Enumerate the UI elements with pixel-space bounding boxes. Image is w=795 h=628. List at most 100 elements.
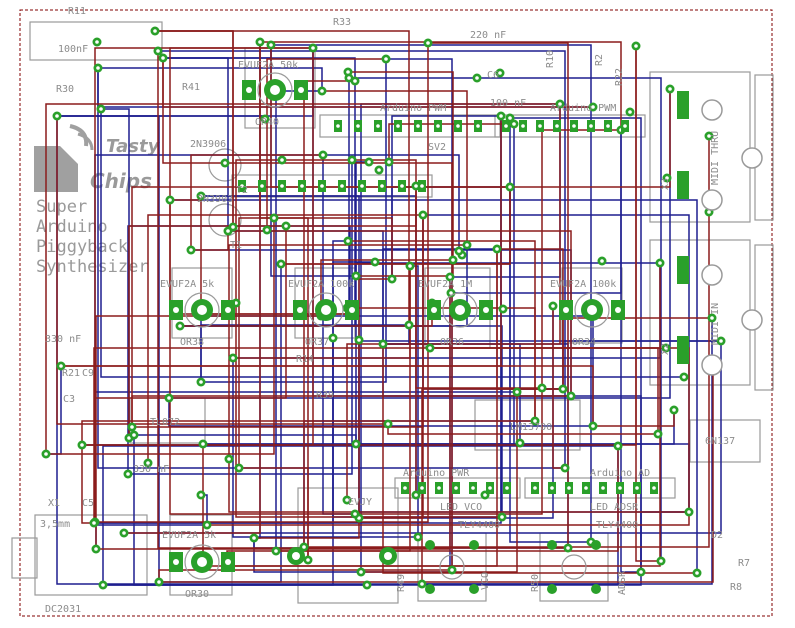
pot-lug-hole — [563, 307, 569, 313]
pad-hole — [311, 46, 315, 50]
pad-hole — [420, 582, 424, 586]
pad-hole — [345, 498, 349, 502]
midi-pin-pad — [677, 256, 689, 284]
pad-hole — [659, 559, 663, 563]
bottom-trace — [322, 155, 355, 515]
pad-hole — [558, 102, 562, 106]
pad-hole — [695, 571, 699, 575]
pad-hole — [126, 472, 130, 476]
button-pad — [591, 584, 601, 594]
label-100nf-c6: 100 nF — [490, 98, 526, 109]
top-trace — [159, 371, 714, 583]
pad-hole — [665, 176, 669, 180]
header-pwm-left — [319, 114, 501, 138]
pad-hole — [384, 57, 388, 61]
label-r10: R10 — [545, 50, 556, 68]
header-pin-hole — [340, 184, 344, 188]
pad-hole — [628, 110, 632, 114]
label-evuf-5k-b: EVUF2A 5k — [162, 530, 216, 541]
bottom-trace — [163, 57, 229, 231]
pad-hole — [428, 346, 432, 350]
bottom-trace — [321, 315, 594, 426]
top-trace — [228, 230, 572, 396]
label-t1: T1 — [230, 240, 242, 251]
bottom-trace — [571, 395, 642, 572]
label-t2: T2 — [236, 185, 248, 196]
header-pin-hole — [505, 486, 509, 490]
pad-hole — [199, 493, 203, 497]
top-trace — [94, 47, 313, 522]
label-jack: 3,5mm — [40, 519, 70, 530]
header-pin-hole — [300, 184, 304, 188]
bottom-trace — [98, 67, 323, 91]
header-ad — [524, 477, 676, 499]
pad-hole — [44, 452, 48, 456]
bottom-trace — [232, 358, 418, 538]
pad-hole — [350, 158, 354, 162]
midi-pin-pad — [677, 336, 689, 364]
pot-lug-hole — [297, 307, 303, 313]
midi-pin-pad — [677, 171, 689, 199]
header-pin-hole — [601, 486, 605, 490]
header-pin-hole — [456, 124, 460, 128]
pad-hole — [540, 386, 544, 390]
jack-barrel — [11, 537, 38, 579]
midi-mount-hole — [741, 147, 763, 169]
pad-hole — [687, 510, 691, 514]
pad-hole — [499, 114, 503, 118]
bottom-trace — [509, 187, 591, 543]
pad-hole — [386, 422, 390, 426]
header-pin-hole — [504, 124, 508, 128]
bottom-trace — [158, 50, 566, 468]
bottom-trace — [169, 89, 671, 399]
pot-lug-hole — [173, 307, 179, 313]
pad-hole — [178, 324, 182, 328]
header-pin-hole — [635, 486, 639, 490]
pot-lug-hole — [225, 559, 231, 565]
pad-hole — [302, 545, 306, 549]
header-pin-hole — [403, 486, 407, 490]
pad-hole — [167, 396, 171, 400]
evjy-outline — [297, 487, 399, 604]
top-trace — [322, 90, 468, 245]
top-trace — [383, 104, 561, 345]
pad-hole — [639, 570, 643, 574]
header-pin-hole — [572, 124, 576, 128]
label-2n3906: 2N3906 — [190, 139, 226, 150]
pad-hole — [387, 160, 391, 164]
header-pin-hole — [420, 486, 424, 490]
header-pin-hole — [420, 184, 424, 188]
pot-lug-hole — [225, 307, 231, 313]
pad-hole — [512, 122, 516, 126]
pad-hole — [223, 161, 227, 165]
label-or34: OR34 — [572, 337, 596, 348]
pad-hole — [199, 194, 203, 198]
pad-hole — [237, 466, 241, 470]
midi-mount-hole — [701, 189, 723, 211]
pad-hole — [346, 70, 350, 74]
top-trace — [45, 103, 560, 454]
midi-in-outline — [649, 239, 751, 386]
ic-lm13700-outline — [474, 399, 581, 451]
label-r22: R22 — [614, 68, 625, 86]
label-x2: X2 — [660, 343, 671, 355]
header-pin-hole — [521, 124, 525, 128]
midi-mount-hole — [741, 309, 763, 331]
pad-hole — [414, 184, 418, 188]
midi-pin-pad — [677, 91, 689, 119]
top-trace — [169, 226, 287, 399]
pad-hole — [407, 323, 411, 327]
top-trace — [131, 395, 571, 427]
bottom-trace — [46, 366, 62, 455]
pad-hole — [226, 229, 230, 233]
label-r8: R8 — [730, 582, 742, 593]
pad-hole — [414, 493, 418, 497]
label-dc: DC2031 — [45, 604, 81, 615]
top-trace — [46, 218, 275, 455]
title-line-3: Piggyback — [36, 237, 128, 257]
top-trace — [274, 217, 393, 279]
header-pin-hole — [280, 184, 284, 188]
pad-hole — [80, 443, 84, 447]
label-330nf-a: 330 nF — [45, 334, 81, 345]
pad-hole — [495, 247, 499, 251]
